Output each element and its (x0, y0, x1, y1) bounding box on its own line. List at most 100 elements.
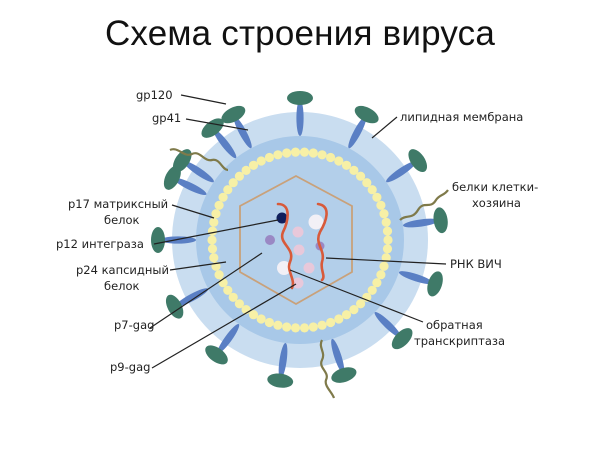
envelope-spike (201, 118, 237, 159)
matrix-bead (383, 235, 393, 245)
matrix-bead (207, 235, 217, 245)
matrix-bead (356, 171, 366, 181)
reverse-transcriptase-dot (308, 214, 324, 230)
gp120-head (287, 91, 313, 105)
envelope-spike (386, 149, 428, 183)
gp120-head (221, 105, 246, 124)
label-rt-1: обратная (426, 318, 483, 332)
matrix-bead (349, 165, 359, 175)
matrix-bead (326, 152, 336, 163)
gp41-stem (174, 177, 207, 196)
leader-p7 (149, 252, 263, 329)
matrix-bead (273, 150, 283, 160)
matrix-bead (299, 147, 310, 157)
envelope-spike (287, 91, 313, 136)
matrix-bead (341, 310, 352, 320)
label-p17-1: p17 матриксный (68, 197, 169, 211)
envelope-spike (331, 338, 357, 383)
matrix-bead (299, 323, 310, 333)
rna-strand-right (316, 202, 328, 282)
leader-p12 (153, 219, 279, 245)
envelope-spike (348, 105, 379, 149)
matrix-bead (218, 192, 228, 202)
gp41-stem (331, 338, 345, 374)
gp120-head (165, 294, 184, 319)
matrix-bead (234, 171, 244, 181)
matrix-bead-ring (207, 147, 393, 333)
host-protein-right (399, 189, 449, 221)
p9-dot (292, 277, 304, 289)
gp41-stem (183, 161, 214, 183)
matrix-bead (228, 178, 238, 188)
matrix-bead (376, 270, 386, 280)
matrix-bead (362, 178, 372, 188)
matrix-bead (256, 156, 266, 166)
leader-rt (289, 269, 424, 323)
matrix-bead (334, 314, 344, 324)
matrix-bead (234, 299, 244, 309)
label-p7: p7-gag (114, 318, 155, 332)
matrix-bead (209, 253, 219, 263)
gp41-stem (296, 100, 304, 136)
leader-p24 (169, 261, 227, 271)
leader-p9 (151, 283, 297, 369)
gp120-head (408, 149, 428, 173)
matrix-bead (308, 148, 318, 158)
p7-dot (303, 262, 315, 274)
matrix-bead (214, 270, 224, 280)
rna-strand-left (276, 202, 295, 290)
matrix-bead (334, 156, 344, 166)
matrix-bead (264, 317, 274, 328)
matrix-bead (379, 209, 389, 219)
host-protein-left (169, 148, 229, 172)
matrix-bead (381, 217, 391, 227)
matrix-bead (372, 278, 382, 288)
matrix-bead (341, 160, 352, 170)
matrix-bead (228, 292, 238, 302)
label-p24-2: белок (104, 279, 140, 293)
matrix-bead (241, 165, 251, 175)
matrix-bead (367, 285, 377, 295)
matrix-bead (308, 322, 318, 332)
capsid-hexagon (239, 174, 353, 306)
matrix-bead (207, 226, 218, 236)
gp41-stem (348, 116, 367, 149)
matrix-bead (209, 217, 219, 227)
matrix-bead (317, 150, 327, 160)
matrix-bead (381, 253, 391, 263)
matrix-bead (256, 314, 266, 324)
matrix-bead (207, 244, 218, 254)
label-rna: РНК ВИЧ (450, 257, 502, 271)
matrix-bead (223, 185, 233, 195)
leader-lipid (371, 116, 398, 139)
gp120-head (427, 271, 443, 297)
gp41-stem (217, 323, 240, 354)
label-rt-2: транскриптаза (414, 334, 506, 348)
label-p12: p12 интеграза (56, 237, 144, 251)
gp41-stem (398, 271, 434, 285)
matrix-bead (349, 305, 359, 315)
gp120-head (391, 328, 413, 350)
gp120-head (331, 367, 357, 383)
label-p24-1: p24 капсидный (76, 263, 169, 277)
matrix-bead (248, 160, 259, 170)
matrix-bead (223, 285, 233, 295)
matrix-bead (372, 192, 382, 202)
gp120-head (433, 207, 448, 234)
gp120-head (354, 105, 379, 124)
matrix-bead (382, 226, 393, 236)
envelope-spike (267, 342, 294, 388)
label-lipid-membrane: липидная мембрана (400, 110, 524, 124)
label-gp41: gp41 (152, 111, 182, 125)
matrix-bead (356, 299, 366, 309)
page-title: Схема строения вируса (104, 14, 496, 53)
p7-dot (292, 226, 304, 238)
envelope-spike (402, 207, 448, 234)
matrix-bead (282, 322, 292, 332)
envelope-spike (205, 323, 240, 365)
gp41-stem (374, 311, 401, 338)
matrix-bead (264, 152, 274, 163)
label-host-proteins-2: хозяина (472, 196, 521, 210)
envelope-spikes (151, 91, 448, 388)
